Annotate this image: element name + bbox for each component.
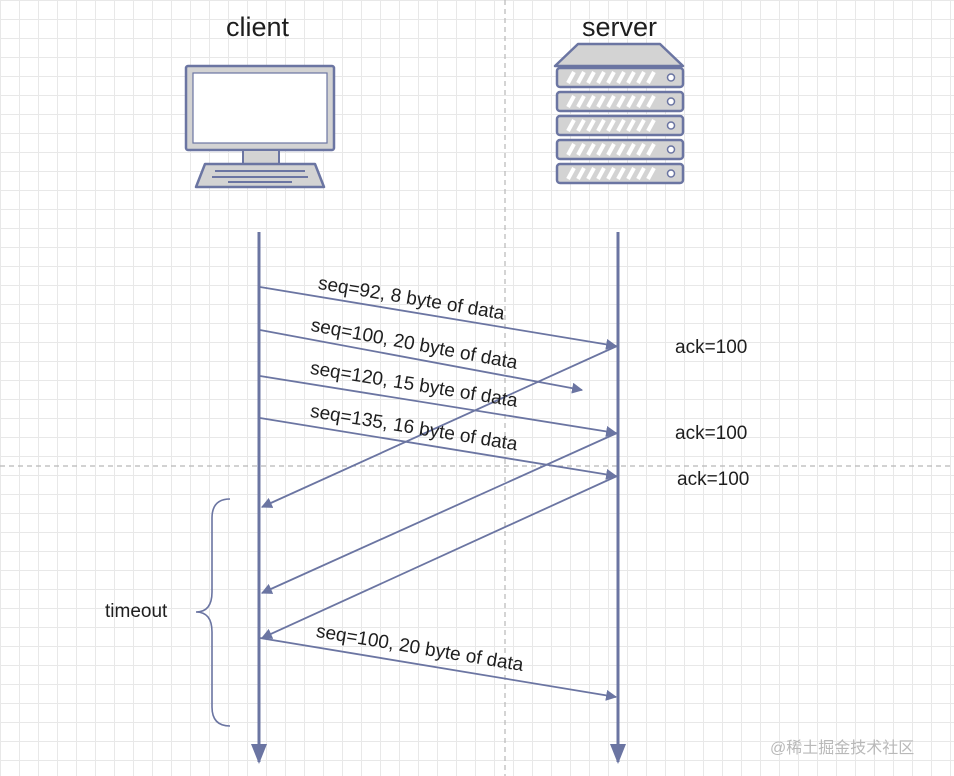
watermark: @稀土掘金技术社区 xyxy=(770,740,915,757)
computer-icon xyxy=(184,64,336,189)
ack-label-2: ack=100 xyxy=(675,423,748,444)
message-arrow-retransmit xyxy=(259,637,618,701)
message-arrow-seq100 xyxy=(259,329,584,394)
message-arrow-seq120 xyxy=(259,375,618,437)
timeout-label: timeout xyxy=(105,601,168,622)
ack-label-1: ack=100 xyxy=(675,337,748,358)
timeout-brace xyxy=(195,498,231,727)
ack-label-3: ack=100 xyxy=(677,469,750,490)
ack-arrow-2 xyxy=(260,432,618,594)
message-arrow-seq92 xyxy=(259,286,618,350)
server-unit xyxy=(555,66,685,89)
message-arrow-seq135 xyxy=(259,417,618,480)
ack-arrow-1 xyxy=(260,345,618,508)
server-unit xyxy=(555,114,685,137)
server-unit xyxy=(555,162,685,185)
server-unit xyxy=(555,138,685,161)
server-unit xyxy=(555,90,685,113)
server-icon xyxy=(553,42,685,185)
client-title: client xyxy=(226,12,290,42)
ack-arrow-3 xyxy=(260,475,618,639)
server-title: server xyxy=(582,12,658,42)
